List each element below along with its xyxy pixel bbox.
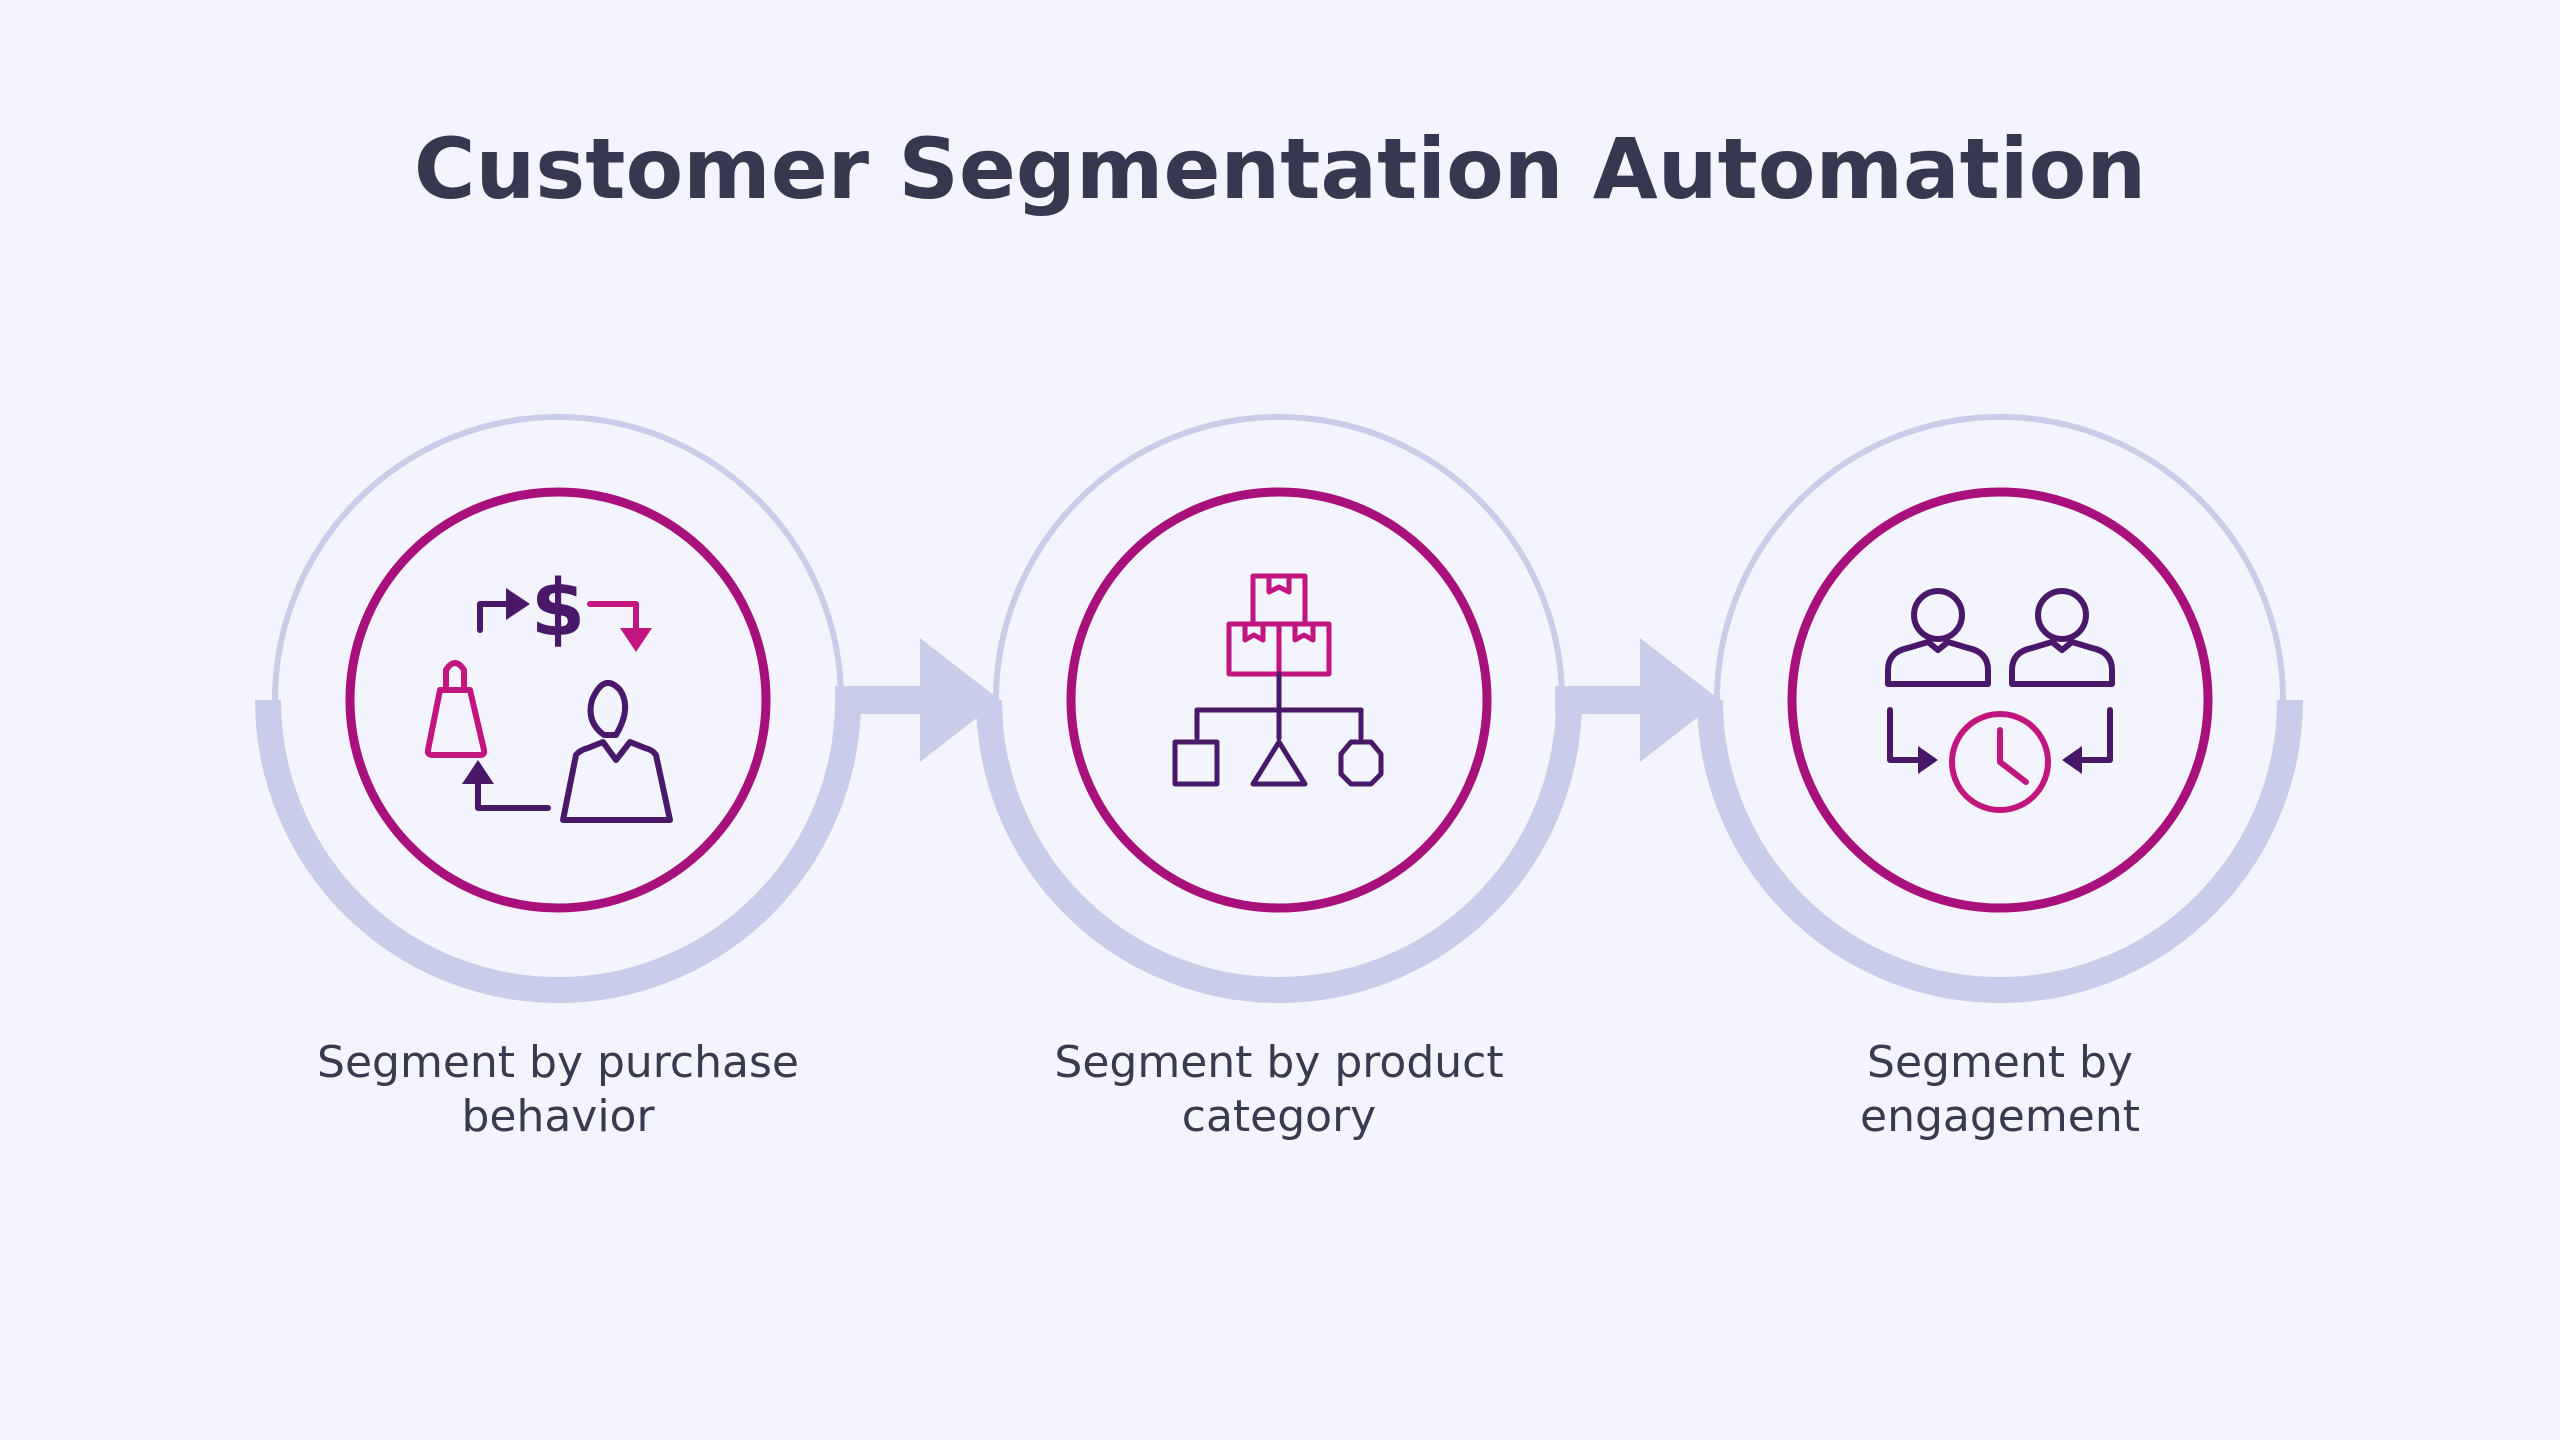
step-1-node: $ [255, 414, 861, 1003]
inner-ring [345, 487, 771, 913]
step-3-label-line-2: engagement [1860, 1091, 2140, 1142]
svg-text:$: $ [531, 564, 585, 654]
outer-ring-top [1714, 414, 2286, 701]
step-3-node [1697, 414, 2303, 1003]
step-1-label-line-2: behavior [461, 1091, 655, 1142]
step-2-node [976, 414, 1582, 1003]
step-3-label-line-1: Segment by [1867, 1037, 2133, 1088]
outer-ring-top [272, 414, 844, 701]
step-2-label-line-2: category [1181, 1091, 1377, 1142]
step-2-label-line-1: Segment by product [1054, 1037, 1504, 1088]
inner-ring [1066, 487, 1492, 913]
product-hierarchy-icon [1172, 573, 1384, 787]
step-3-label: Segment by engagement [1700, 1036, 2300, 1144]
outer-ring-top [993, 414, 1565, 701]
step-1-label-line-1: Segment by purchase [317, 1037, 799, 1088]
outer-ring-bottom [255, 699, 861, 1003]
purchase-exchange-icon: $ [424, 564, 673, 823]
step-2-label: Segment by product category [979, 1036, 1579, 1144]
outer-ring-bottom [1697, 699, 2303, 1003]
page-title: Customer Segmentation Automation [413, 120, 2147, 218]
step-1-label: Segment by purchase behavior [258, 1036, 858, 1144]
outer-ring-bottom [976, 699, 1582, 1003]
inner-ring [1787, 487, 2213, 913]
engagement-users-chart-icon [1885, 588, 2115, 813]
